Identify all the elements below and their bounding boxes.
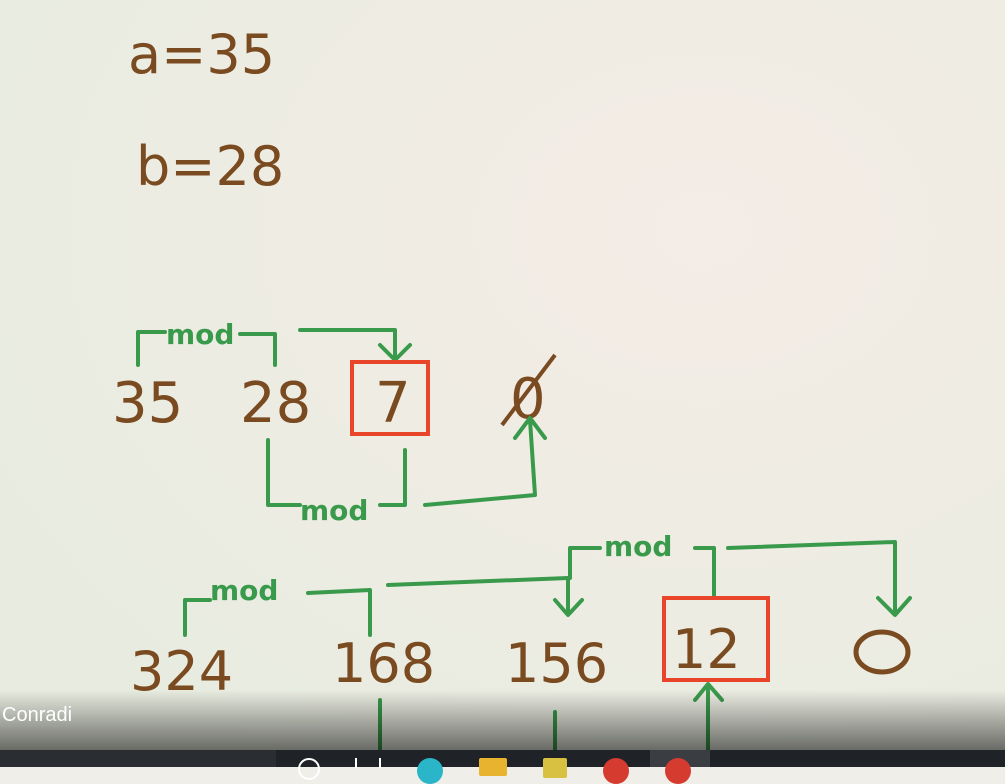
row2-number-156: 156 bbox=[505, 632, 608, 695]
search-icon[interactable] bbox=[298, 758, 320, 780]
row2-final-zero-circle bbox=[853, 629, 911, 675]
row2-number-final-0: 0 bbox=[862, 634, 887, 680]
video-bottom-gradient bbox=[0, 690, 1005, 750]
task-view-icon[interactable] bbox=[355, 758, 381, 768]
equation-b: b=28 bbox=[136, 135, 284, 198]
red-app-icon[interactable] bbox=[603, 758, 629, 784]
app-icon[interactable] bbox=[543, 758, 567, 778]
arrow-to-0 bbox=[423, 418, 537, 507]
mod-bracket-row2-second-left bbox=[568, 546, 602, 580]
arrow-to-final-0 bbox=[726, 540, 897, 614]
arrow-to-7 bbox=[298, 328, 397, 360]
equation-a: a=35 bbox=[128, 23, 275, 86]
mod-bracket-row2-second-right bbox=[693, 546, 716, 600]
arrow-head-to-final-0 bbox=[876, 596, 912, 617]
row1-number-7: 7 bbox=[375, 371, 411, 436]
mod-label-1: mod bbox=[166, 318, 234, 351]
chrome-icon[interactable] bbox=[417, 758, 443, 784]
taskbar bbox=[0, 750, 1005, 784]
row2-number-168: 168 bbox=[332, 632, 435, 695]
mod-label-4: mod bbox=[604, 530, 672, 563]
arrow-head-to-0 bbox=[513, 416, 547, 440]
mod-label-3: mod bbox=[210, 574, 278, 607]
mod-label-2: mod bbox=[300, 494, 368, 527]
zero-slash bbox=[500, 353, 557, 427]
taskbar-search-area[interactable] bbox=[0, 750, 276, 767]
red-app-icon-2[interactable] bbox=[665, 758, 691, 784]
arrow-head-to-156 bbox=[553, 598, 584, 617]
file-explorer-icon[interactable] bbox=[479, 758, 507, 776]
mod-bracket-row2-right bbox=[306, 588, 372, 637]
mod-bracket-row2-left bbox=[183, 598, 212, 637]
board-background bbox=[0, 0, 1005, 767]
mod-bracket-bottom-left bbox=[266, 438, 302, 507]
mod-bracket-top-right bbox=[238, 332, 277, 367]
highlight-box-7 bbox=[350, 360, 430, 436]
mod-bracket-bottom-right bbox=[378, 448, 407, 507]
mod-bracket-top-left bbox=[136, 330, 167, 367]
channel-name[interactable]: Conradi bbox=[2, 704, 73, 726]
row1-number-35: 35 bbox=[112, 371, 183, 436]
row2-number-12: 12 bbox=[672, 618, 741, 681]
whiteboard: a=35 b=28 mod 35 28 7 0 mod mod mod 324 … bbox=[0, 0, 1005, 767]
highlight-box-12 bbox=[662, 596, 770, 682]
row1-number-28: 28 bbox=[240, 371, 311, 436]
